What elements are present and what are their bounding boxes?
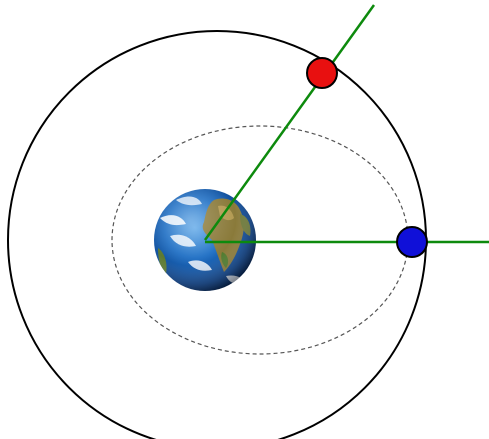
red-satellite — [306, 57, 338, 89]
blue-satellite — [396, 226, 428, 258]
radial-line-1 — [203, 4, 376, 241]
earth-icon — [154, 189, 256, 291]
